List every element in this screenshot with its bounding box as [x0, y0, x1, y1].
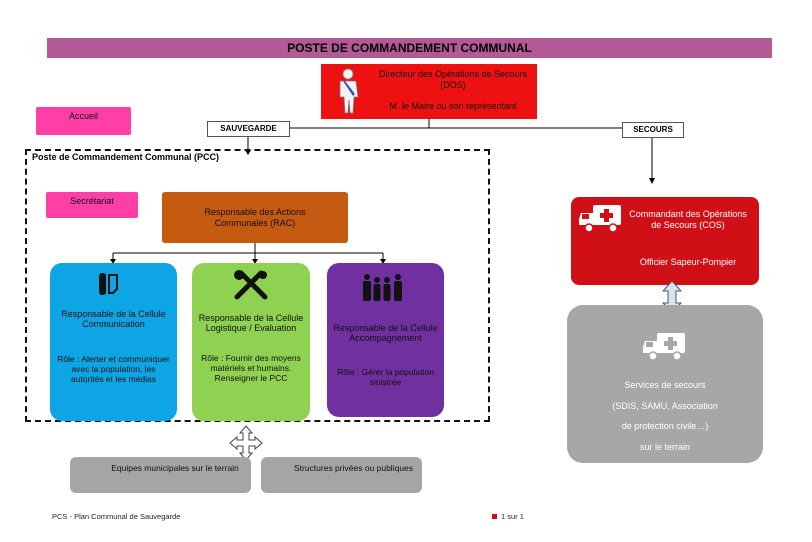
footer-left: PCS - Plan Communal de Sauvegarde [52, 512, 181, 521]
dos-title: Directeur des Opérations de Secours (DOS… [378, 69, 528, 90]
footer-right: 1 sur 1 [501, 512, 524, 521]
cell-accompagnement: Responsable de la Cellule Accompagnement… [327, 263, 444, 417]
services-line3: de protection civile…) [621, 421, 709, 431]
phone-icon [99, 273, 118, 295]
structures-box: Structures privées ou publiques [261, 457, 422, 493]
cell-accompagnement-name: Responsable de la Cellule Accompagnement [333, 323, 438, 343]
dos-subtitle: M. le Maire ou son représentant [389, 101, 517, 111]
rac-box: Responsable des Actions Communales (RAC) [162, 192, 348, 243]
ambulance-icon [579, 205, 621, 233]
footer-marker [492, 514, 497, 519]
structures-label: Structures privées ou publiques [293, 463, 414, 473]
sauvegarde-tag: SAUVEGARDE [207, 121, 290, 137]
cos-subtitle: Officier Sapeur-Pompier [639, 257, 737, 267]
cell-logistique: Responsable de la Cellule Logistique / E… [192, 263, 310, 421]
services-line4: sur le terrain [639, 442, 691, 452]
services-line1: Services de secours [624, 380, 706, 390]
mayor-icon [339, 68, 359, 114]
page-title: POSTE DE COMMANDEMENT COMMUNAL [47, 38, 772, 58]
cos-title: Commandant des Opérations de Secours (CO… [629, 209, 747, 230]
equipes-label: Equipes municipales sur le terrain [111, 463, 239, 473]
dos-box: Directeur des Opérations de Secours (DOS… [321, 64, 537, 119]
pcc-frame [25, 149, 490, 422]
cross-arrow-icon [229, 425, 263, 461]
services-line2: (SDIS, SAMU, Association [612, 401, 718, 411]
accueil-box: Accueil [36, 107, 131, 135]
family-icon [363, 274, 402, 301]
cell-communication-role: Rôle : Alerter et communiquer avec la po… [57, 354, 170, 384]
cell-logistique-role: Rôle : Fournir des moyens matériels et h… [201, 353, 301, 383]
services-box: Services de secours (SDIS, SAMU, Associa… [567, 305, 763, 463]
cell-communication: Responsable de la Cellule Communication … [50, 263, 177, 421]
cell-logistique-name: Responsable de la Cellule Logistique / E… [198, 313, 304, 333]
cos-box: Commandant des Opérations de Secours (CO… [571, 197, 759, 285]
secretariat-box: Secrétariat [46, 192, 138, 218]
cell-accompagnement-role: Rôle : Gérer la population sinistrée [337, 367, 434, 387]
cell-communication-name: Responsable de la Cellule Communication [61, 309, 166, 329]
ambulance-icon [643, 333, 685, 361]
tools-icon [234, 270, 268, 300]
pcc-title: Poste de Commandement Communal (PCC) [32, 152, 220, 162]
equipes-box: Equipes municipales sur le terrain [70, 457, 251, 493]
rac-label: Responsable des Actions Communales (RAC) [204, 206, 306, 228]
secours-tag: SECOURS [622, 122, 684, 138]
